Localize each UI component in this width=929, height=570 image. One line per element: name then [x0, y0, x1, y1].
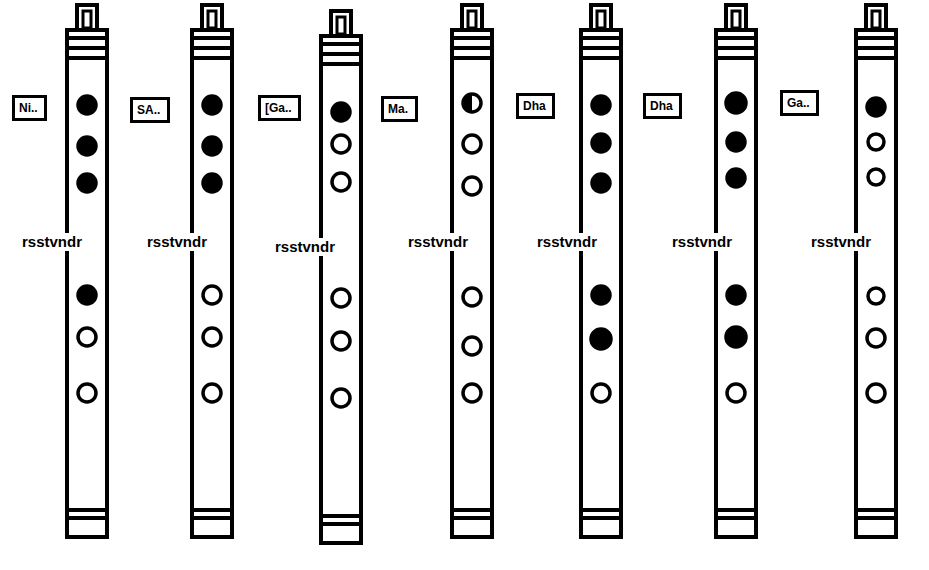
note-label-box: Ni..	[12, 95, 47, 121]
note-label-box: Ga..	[780, 90, 819, 116]
flute-text: rsstvndr	[274, 238, 336, 256]
note-label-box: [Ga..	[258, 95, 301, 121]
note-name: Dha	[650, 98, 675, 114]
note-name: Ga..	[787, 95, 812, 111]
flute-text: rsstvndr	[407, 233, 469, 251]
note-label-box: Dha	[516, 93, 555, 119]
note-name: Dha	[523, 98, 548, 114]
note-label-box: SA..	[130, 97, 170, 123]
note-label-box: Ma.	[381, 96, 418, 122]
note-name: Ma.	[388, 101, 411, 117]
note-name: [Ga..	[265, 100, 294, 116]
flute-text: rsstvndr	[536, 233, 598, 251]
note-label-box: Dha	[643, 93, 682, 119]
flute-text: rsstvndr	[21, 233, 83, 251]
flute-text: rsstvndr	[146, 233, 208, 251]
note-name: SA..	[137, 102, 163, 118]
flute-text: rsstvndr	[671, 233, 733, 251]
note-name: Ni..	[19, 100, 40, 116]
flute-text: rsstvndr	[810, 233, 872, 251]
